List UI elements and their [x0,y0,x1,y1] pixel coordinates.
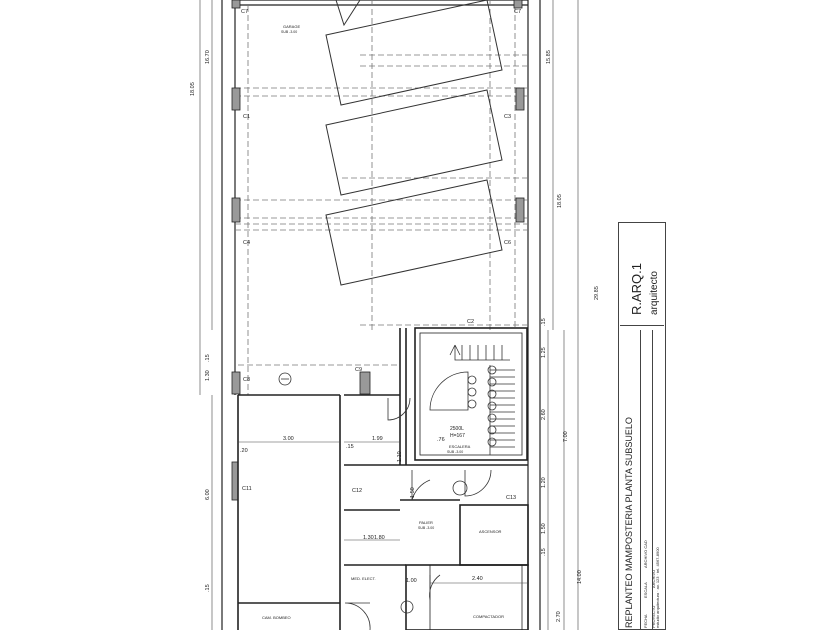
dim-d1: 1.30 [205,370,211,381]
col-c6: C6 [504,240,511,246]
title-row-3: ARCHIVO CAD [643,540,648,568]
doors [344,397,492,630]
dim-d9: 1.50 [541,523,547,534]
dim-d18: 1.00 [406,578,417,584]
col-c3: C3 [504,114,511,120]
dim-d14: 1.80 [374,535,385,541]
stair-treads [449,344,515,455]
room-ascensor: ASCENSOR [479,529,502,534]
dim-left-total: 18.05 [190,82,196,96]
col-c9: C9 [355,367,362,373]
title-rows: FECHA ESCALA ARCHIVO CAD PROYECTO ARCHIV… [640,330,665,630]
dim-right-b: 18.05 [557,194,563,208]
col-c2: C2 [467,319,474,325]
dim-left-sub: 16.70 [205,50,211,64]
footer-area: estudio arquitectura · av. 123 · tel. 45… [652,330,665,630]
dim-d7: 1.25 [541,347,547,358]
structural-grid [235,0,528,395]
columns [231,0,525,501]
dim-d6: 2.60 [541,409,547,420]
dim-d16: 1.10 [397,451,403,462]
footer-note: estudio arquitectura · av. 123 · tel. 45… [655,547,660,628]
room-garage-level: SUB -3.00 [281,30,297,34]
sheet-author: arquitecto [649,271,660,315]
room-med-elect: MED. ELECT. [351,576,376,581]
col-c8: C8 [243,377,250,383]
dim-d8: 1.20 [541,477,547,488]
col-c1: C1 [243,114,250,120]
col-c7b: C7 [514,9,521,15]
dim-d10: .15 [541,548,547,556]
col-c12: C12 [352,488,362,494]
room-escalera-level: SUB -3.00 [447,450,463,454]
title-row-2: ESCALA [643,582,648,598]
room-palier: PALIER [419,520,433,525]
dim-d2: .15 [205,354,211,362]
dim-overall: 29.85 [594,286,600,300]
dim-d20: .15 [205,584,211,592]
dim-d5: 1.99 [372,436,383,442]
title-block-code-area [620,225,664,326]
dim-d19: .76 [437,437,445,443]
dim-right-c: 7.00 [563,431,569,442]
tank-symbols [278,365,497,614]
col-c4: C4 [243,240,250,246]
room-garage: GARAGE [283,24,300,29]
dim-d13: 6.00 [205,489,211,500]
sheet-code-area: R.ARQ.1 arquitecto [627,235,660,317]
dim-d15: .20 [240,448,248,454]
dim-d21: 1.50 [410,487,416,498]
dim-d3: 3.00 [283,436,294,442]
dim-d22: .15 [541,318,547,326]
room-tanque: 2500L [450,426,464,432]
title-row-1: FECHA [643,614,648,628]
dimension-lines [199,0,579,630]
room-compactador: COMPACTADOR [473,614,504,619]
col-c13: C13 [506,495,516,501]
vertical-dims: 18.05 16.70 15.85 18.05 29.85 7.00 14.00… [190,50,600,622]
title-block [618,222,666,630]
dim-right-d: 14.00 [577,570,583,584]
col-c11: C11 [242,486,252,492]
room-palier-level: SUB -3.00 [418,526,434,530]
room-tanque-h: H=167 [450,433,465,439]
core-walls [237,327,529,630]
building-outline [221,0,541,630]
plan-labels: C7 C7 C1 C3 C4 C6 C8 C9 C11 C12 C13 C2 G… [240,9,521,620]
col-c7a: C7 [241,9,248,15]
parking-spaces [325,0,503,286]
dim-d4: .15 [346,444,354,450]
dim-d11: 2.40 [472,576,483,582]
dim-d17: 1.30 [363,535,374,541]
dim-right-a: 15.85 [546,50,552,64]
sheet-code: R.ARQ.1 [629,262,644,315]
sheet-title: REPLANTEO MAMPOSTERIA PLANTA SUBSUELO [624,417,634,628]
room-cam-bombeo: CAM. BOMBEO [262,615,291,620]
room-escalera: ESCALERA [449,444,471,449]
dim-d12: 2.70 [556,611,562,622]
